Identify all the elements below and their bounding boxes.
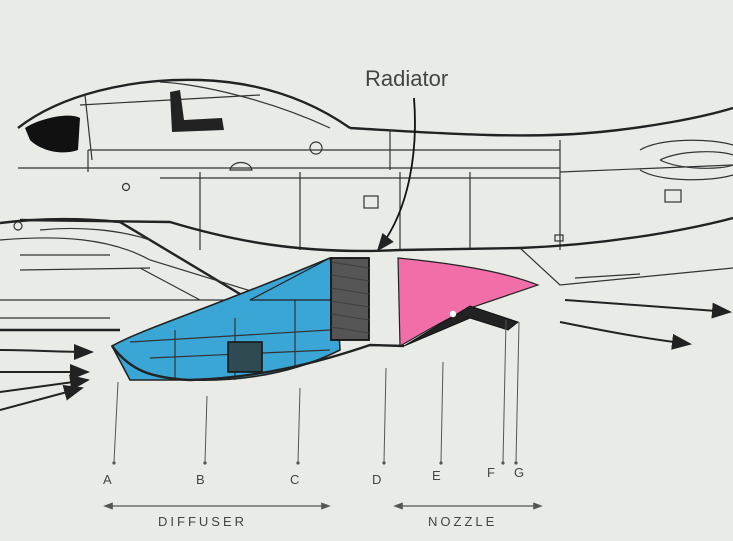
intake-lip xyxy=(111,345,191,382)
station-label-d: D xyxy=(372,472,381,487)
diffuser-label: DIFFUSER xyxy=(158,514,247,529)
station-label-a: A xyxy=(103,472,112,487)
nozzle-region xyxy=(397,257,540,348)
radiator-label: Radiator xyxy=(365,66,448,91)
fuselage-outline xyxy=(17,78,733,286)
oil-cooler xyxy=(227,341,263,373)
wing-outline xyxy=(0,217,290,332)
station-lines xyxy=(112,319,520,465)
airflow-arrows xyxy=(0,299,732,411)
radiator-core xyxy=(330,257,370,341)
instrument-panel xyxy=(25,115,80,153)
fuselage-spine xyxy=(349,106,733,137)
radiator-duct xyxy=(110,257,540,382)
nozzle-label: NOZZLE xyxy=(428,514,497,529)
station-label-f: F xyxy=(487,465,495,480)
outflow-arrow-2 xyxy=(559,321,692,350)
inflow-arrow-3 xyxy=(0,374,90,393)
radiator-pointer-arrow xyxy=(376,97,416,252)
station-label-b: B xyxy=(196,472,205,487)
wing-leading-edge xyxy=(0,217,290,302)
outflow-arrow-1 xyxy=(564,299,732,319)
fuselage-belly xyxy=(19,216,733,253)
inflow-arrow-4 xyxy=(0,385,84,411)
exit-flap xyxy=(403,305,520,347)
pilot-seat xyxy=(170,90,224,132)
fuselage-port-circle xyxy=(309,141,323,155)
inflow-arrow-1 xyxy=(0,343,94,360)
station-label-g: G xyxy=(514,465,524,480)
station-label-e: E xyxy=(432,468,441,483)
station-label-c: C xyxy=(290,472,299,487)
canopy-frame-front xyxy=(84,94,93,161)
duct-lower-skin xyxy=(189,343,405,382)
flap-hinge-point xyxy=(449,310,457,318)
canopy-outline xyxy=(17,78,351,129)
